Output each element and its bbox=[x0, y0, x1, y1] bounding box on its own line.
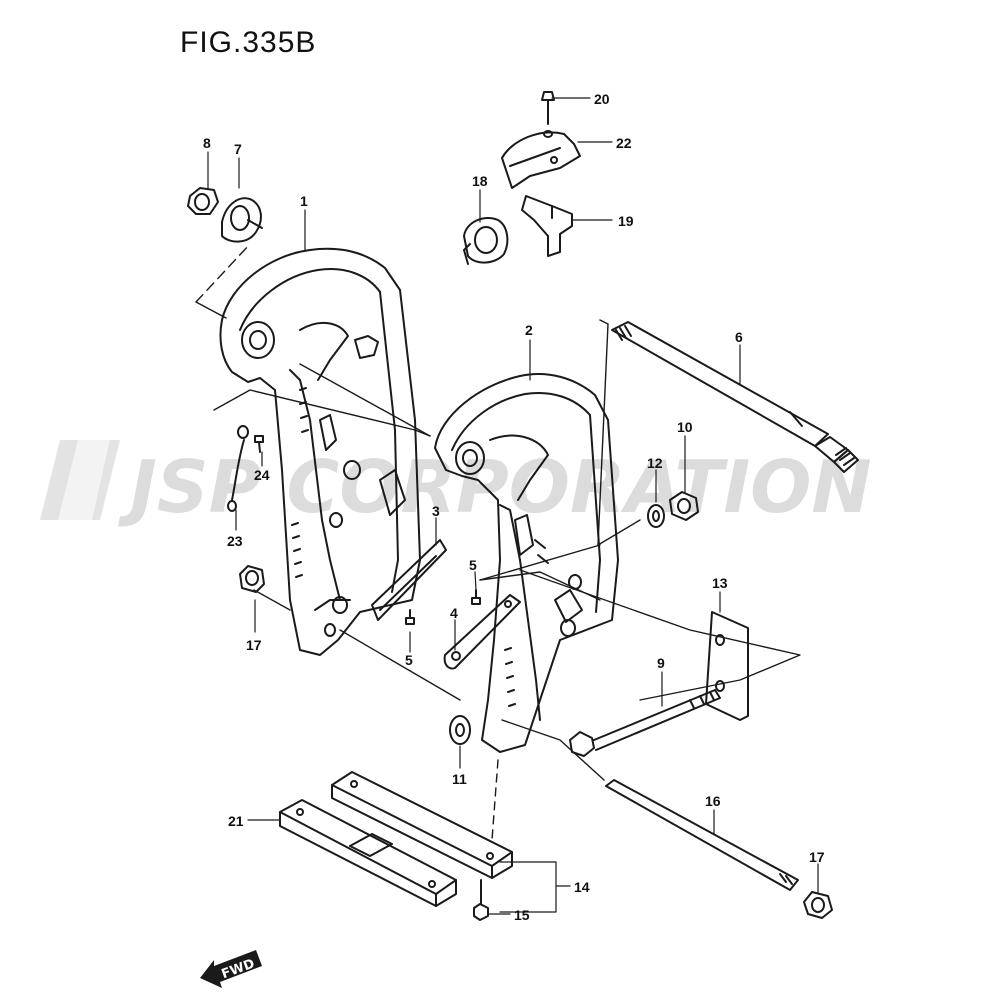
washer-12 bbox=[647, 504, 665, 528]
callout-2: 2 bbox=[525, 322, 533, 338]
figure-title: FIG.335B bbox=[180, 26, 317, 59]
ground-wire-23 bbox=[227, 425, 249, 512]
grommet-18 bbox=[463, 217, 509, 265]
fwd-arrow-icon: FWD bbox=[200, 950, 262, 988]
callout-6: 6 bbox=[735, 329, 743, 345]
plate-3 bbox=[371, 539, 447, 621]
callout-labels: 1 2 3 4 5 5 6 7 8 9 10 11 12 13 14 15 16… bbox=[203, 91, 825, 923]
screw-5-lower bbox=[405, 609, 415, 625]
bracket-19 bbox=[521, 195, 573, 257]
callout-24: 24 bbox=[254, 467, 270, 483]
clamp-bracket-1 bbox=[219, 247, 421, 656]
callout-14: 14 bbox=[574, 879, 590, 895]
callout-19: 19 bbox=[618, 213, 634, 229]
bolt-15 bbox=[473, 879, 489, 921]
screw-5-upper bbox=[471, 589, 481, 605]
callout-3: 3 bbox=[432, 503, 440, 519]
callout-5-lower: 5 bbox=[405, 652, 413, 668]
callout-15: 15 bbox=[514, 907, 530, 923]
nut-10 bbox=[669, 491, 699, 521]
callout-20: 20 bbox=[594, 91, 610, 107]
callout-16: 16 bbox=[705, 793, 721, 809]
callout-8: 8 bbox=[203, 135, 211, 151]
assembly-lines bbox=[195, 243, 801, 841]
nut-17-right bbox=[803, 891, 833, 919]
spacer-21 bbox=[279, 799, 457, 907]
plate-4 bbox=[443, 594, 521, 670]
callout-5-upper: 5 bbox=[469, 557, 477, 573]
callout-17-right: 17 bbox=[809, 849, 825, 865]
callout-1: 1 bbox=[300, 193, 308, 209]
callout-10: 10 bbox=[677, 419, 693, 435]
callout-18: 18 bbox=[472, 173, 488, 189]
callout-21: 21 bbox=[228, 813, 244, 829]
callout-22: 22 bbox=[616, 135, 632, 151]
nut-17-left bbox=[239, 565, 265, 593]
spacer-14 bbox=[331, 771, 513, 879]
callout-23: 23 bbox=[227, 533, 243, 549]
plate-13 bbox=[705, 611, 749, 721]
watermark: JSP CORPORATION bbox=[40, 440, 872, 529]
callout-12: 12 bbox=[647, 455, 663, 471]
callout-4: 4 bbox=[450, 605, 458, 621]
bolt-9 bbox=[569, 689, 721, 757]
callout-7: 7 bbox=[234, 141, 242, 157]
tilt-shaft-6 bbox=[611, 321, 859, 473]
cover-22 bbox=[501, 130, 581, 189]
leader-lines bbox=[207, 97, 819, 915]
screw-24 bbox=[254, 435, 264, 453]
clamp-bracket-2 bbox=[434, 373, 619, 753]
callout-11: 11 bbox=[452, 771, 467, 787]
callout-17-left: 17 bbox=[246, 637, 262, 653]
rod-16 bbox=[605, 779, 799, 891]
bolt-20 bbox=[541, 91, 555, 125]
washer-11 bbox=[449, 715, 471, 745]
watermark-text: JSP CORPORATION bbox=[118, 445, 872, 529]
gasket-7 bbox=[221, 197, 263, 243]
nut-8 bbox=[187, 187, 219, 215]
callout-13: 13 bbox=[712, 575, 728, 591]
callout-9: 9 bbox=[657, 655, 665, 671]
